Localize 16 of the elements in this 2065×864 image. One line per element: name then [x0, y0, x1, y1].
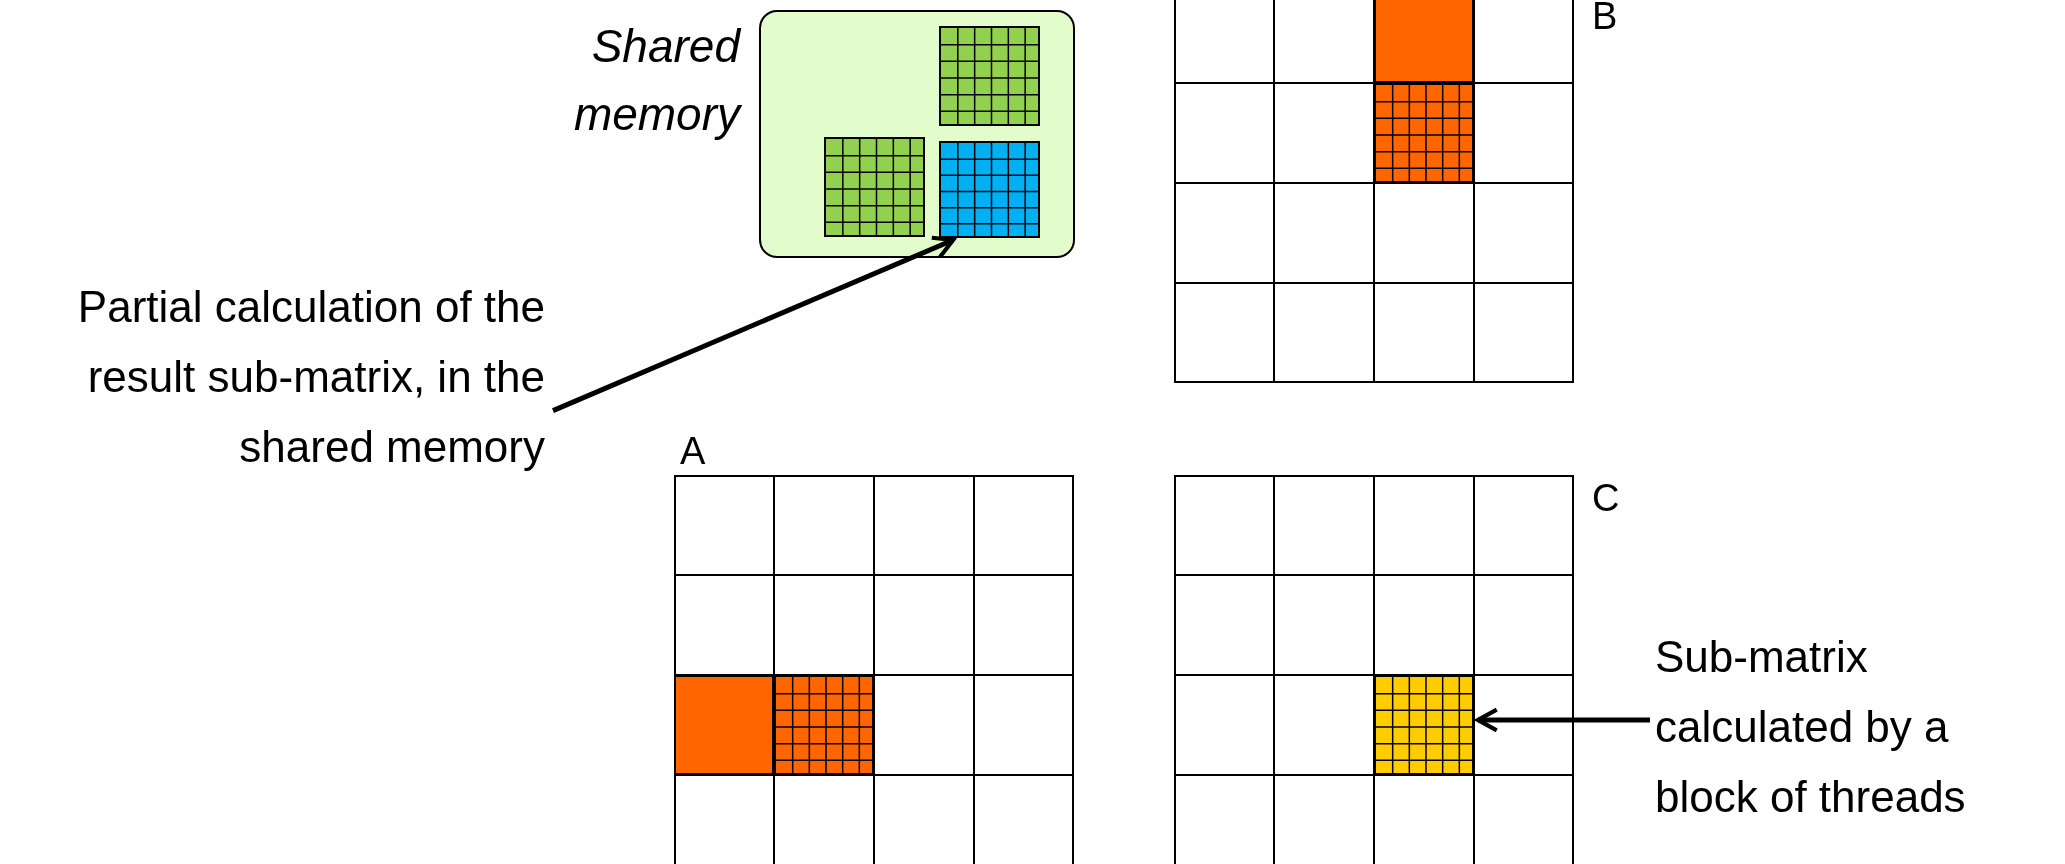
arrow — [1475, 707, 1650, 733]
matrix-tile — [1374, 83, 1474, 183]
annotation-text: Sub-matrix calculated by a block of threads — [1655, 622, 2035, 832]
arrow — [552, 235, 956, 413]
matrix-tile — [939, 141, 1040, 238]
matrix-tile — [1374, 675, 1474, 775]
matrix-tile — [674, 675, 774, 775]
matrix-tile — [1374, 0, 1474, 83]
annotation-text: Partial calculation of the result sub-matrix, in the shared memory — [50, 272, 545, 482]
matrix-label: C — [1592, 477, 1620, 519]
matrix-tile — [774, 675, 874, 775]
matrix-tile — [824, 137, 925, 237]
matrix-label: A — [680, 430, 706, 472]
matrix-tile — [939, 26, 1040, 126]
matrix-label: B — [1592, 0, 1618, 37]
memory-label: Shared memory — [572, 19, 740, 142]
